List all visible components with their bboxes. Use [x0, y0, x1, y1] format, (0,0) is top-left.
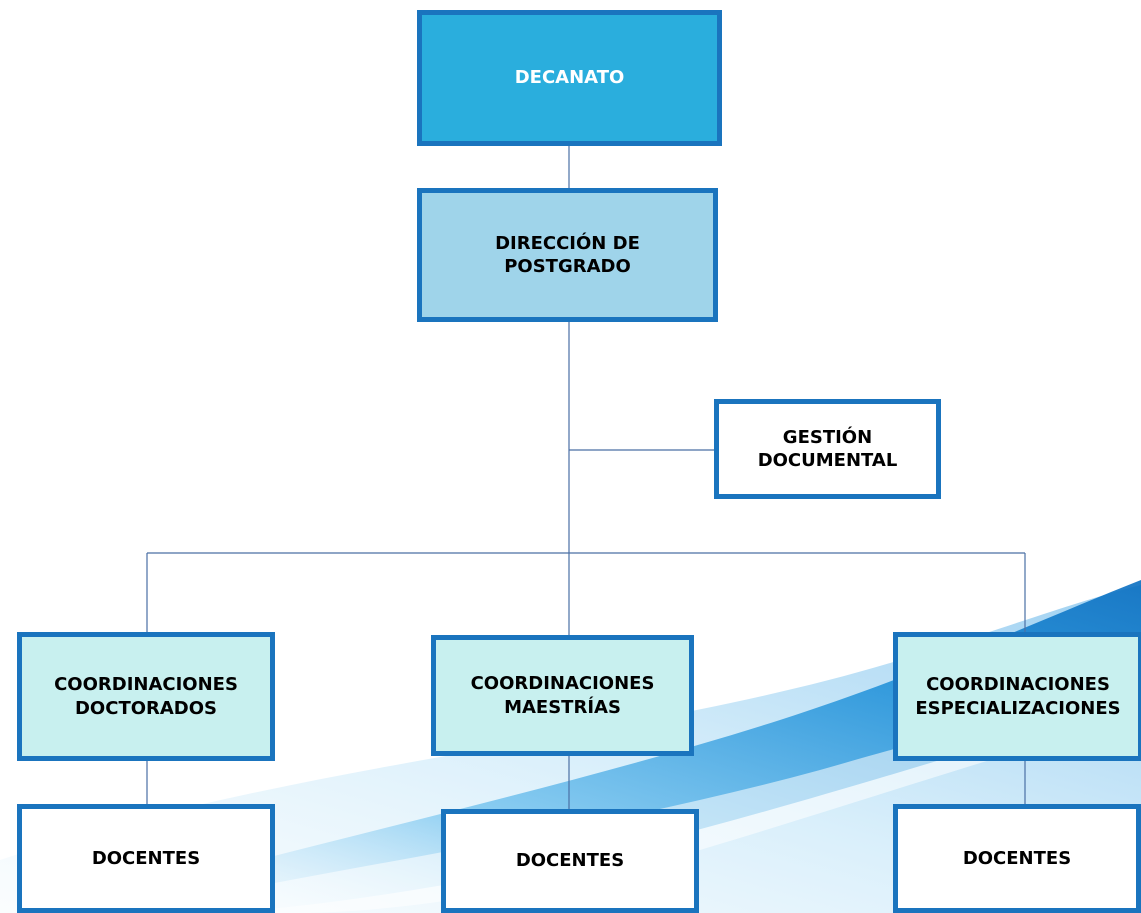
decanato-box: DECANATO [417, 10, 722, 146]
docentes-doctorados-box: DOCENTES [17, 804, 275, 913]
coordinaciones-maestrias-box: COORDINACIONES MAESTRÍAS [431, 635, 694, 756]
coordinaciones-doctorados-box: COORDINACIONES DOCTORADOS [17, 632, 275, 761]
coordinaciones-especializaciones-box: COORDINACIONES ESPECIALIZACIONES [893, 632, 1141, 761]
docentes-especializaciones-box: DOCENTES [893, 804, 1141, 913]
gestion-documental-box: GESTIÓN DOCUMENTAL [714, 399, 941, 499]
direccion-postgrado-box: DIRECCIÓN DE POSTGRADO [417, 188, 718, 322]
docentes-maestrias-box: DOCENTES [441, 809, 699, 913]
